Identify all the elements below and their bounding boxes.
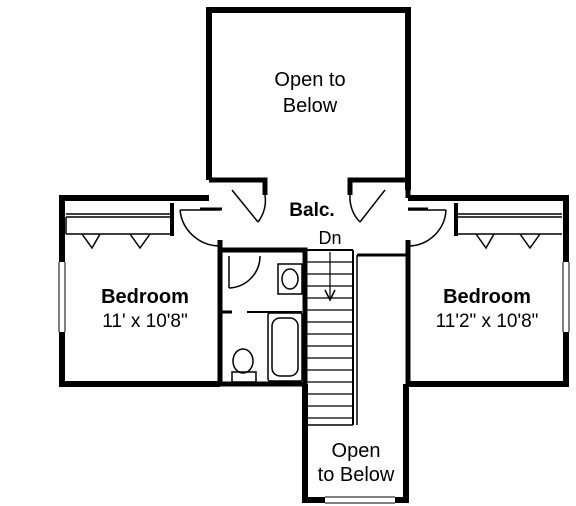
doors <box>179 189 447 289</box>
bath-fixtures <box>220 263 303 383</box>
bedroom-left-name: Bedroom <box>101 286 189 308</box>
balcony-label: Balc. <box>289 200 334 221</box>
open-to-below-top-line1: Open to <box>274 69 345 91</box>
bedroom-left-dimensions: 11' x 10'8" <box>102 311 187 332</box>
windows <box>58 262 570 504</box>
stair <box>305 249 406 426</box>
stair-treads <box>305 261 353 419</box>
bedroom-right-dimensions: 11'2" x 10'8" <box>436 311 539 332</box>
stair-direction-label: Dn <box>318 228 341 248</box>
open-to-below-bottom-line2: to Below <box>318 464 395 486</box>
open-to-below-bottom-line1: Open <box>332 440 381 462</box>
open-to-below-top-line2: Below <box>283 95 338 117</box>
closets <box>65 203 562 250</box>
bedroom-right-name: Bedroom <box>443 286 531 308</box>
